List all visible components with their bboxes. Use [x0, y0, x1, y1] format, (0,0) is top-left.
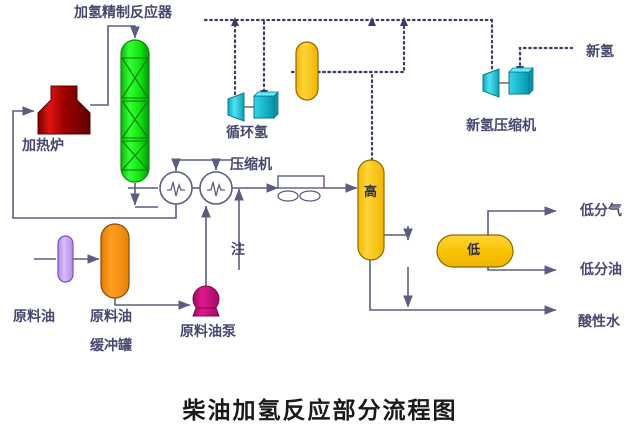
new-hydrogen-compressor-shape [482, 67, 534, 98]
heat-exchanger-2-shape [199, 171, 233, 205]
low-pressure-separator-shape [436, 234, 514, 268]
sour-water-label: 酸性水 [578, 314, 620, 330]
line-low-sep-gas-out [487, 206, 557, 235]
reactor-label: 加氢精制反应器 [74, 5, 172, 21]
compressor-label: 压缩机 [230, 157, 272, 173]
feed-oil-pump-label: 原料油泵 [180, 324, 236, 340]
arrow-recycle-turbine-up [231, 17, 239, 26]
recycle-hydrogen-compressor-shape [227, 91, 279, 122]
feed-oil-label: 原料油 [13, 309, 55, 325]
dotted-line-arrowheads [231, 17, 524, 99]
air-cooler-body [277, 175, 325, 189]
hydrogen-drum-shape [295, 41, 319, 101]
line-buffer-to-pump [114, 297, 191, 310]
feed-oil-pump-shape [192, 285, 220, 317]
line-furnace-to-reactor [90, 25, 140, 106]
line-exchanger1-to-furnace [12, 106, 177, 219]
high-separator-label: 高 [364, 185, 378, 200]
heating-furnace-shape [37, 85, 91, 135]
feed-oil-buffer-tank-shape [100, 223, 130, 299]
arrow-high-sep-gas-up [368, 17, 376, 26]
feed-oil-buffer-label-line1: 原料油 [90, 309, 132, 325]
feed-oil-buffer-label-line2: 缓冲罐 [90, 338, 132, 354]
high-pressure-separator-shape [357, 159, 385, 261]
line-high-sep-sour-water [369, 260, 557, 315]
new-hydrogen-label: 新氢 [586, 44, 614, 60]
low-oil-label: 低分油 [580, 262, 622, 278]
line-new-hydrogen-inlet [518, 46, 574, 72]
new-hydrogen-compressor-label: 新氢压缩机 [466, 118, 536, 134]
low-separator-label: 低 [467, 243, 481, 258]
air-cooler-fan-1 [277, 190, 299, 202]
line-drum-outlet-to-header [316, 18, 406, 74]
injection-label: 注 [231, 242, 245, 258]
heat-exchanger-1-shape [159, 171, 193, 205]
feed-oil-filter-shape [57, 235, 74, 283]
furnace-label: 加热炉 [22, 138, 64, 154]
recycle-hydrogen-label: 循环氢 [226, 125, 268, 141]
air-cooler-fan-2 [299, 190, 321, 202]
diagram-title: 柴油加氢反应部分流程图 [182, 397, 458, 424]
hydrotreating-reactor-shape [120, 39, 150, 183]
low-gas-label: 低分气 [580, 203, 622, 219]
arrow-drum-outlet-up [400, 17, 408, 26]
